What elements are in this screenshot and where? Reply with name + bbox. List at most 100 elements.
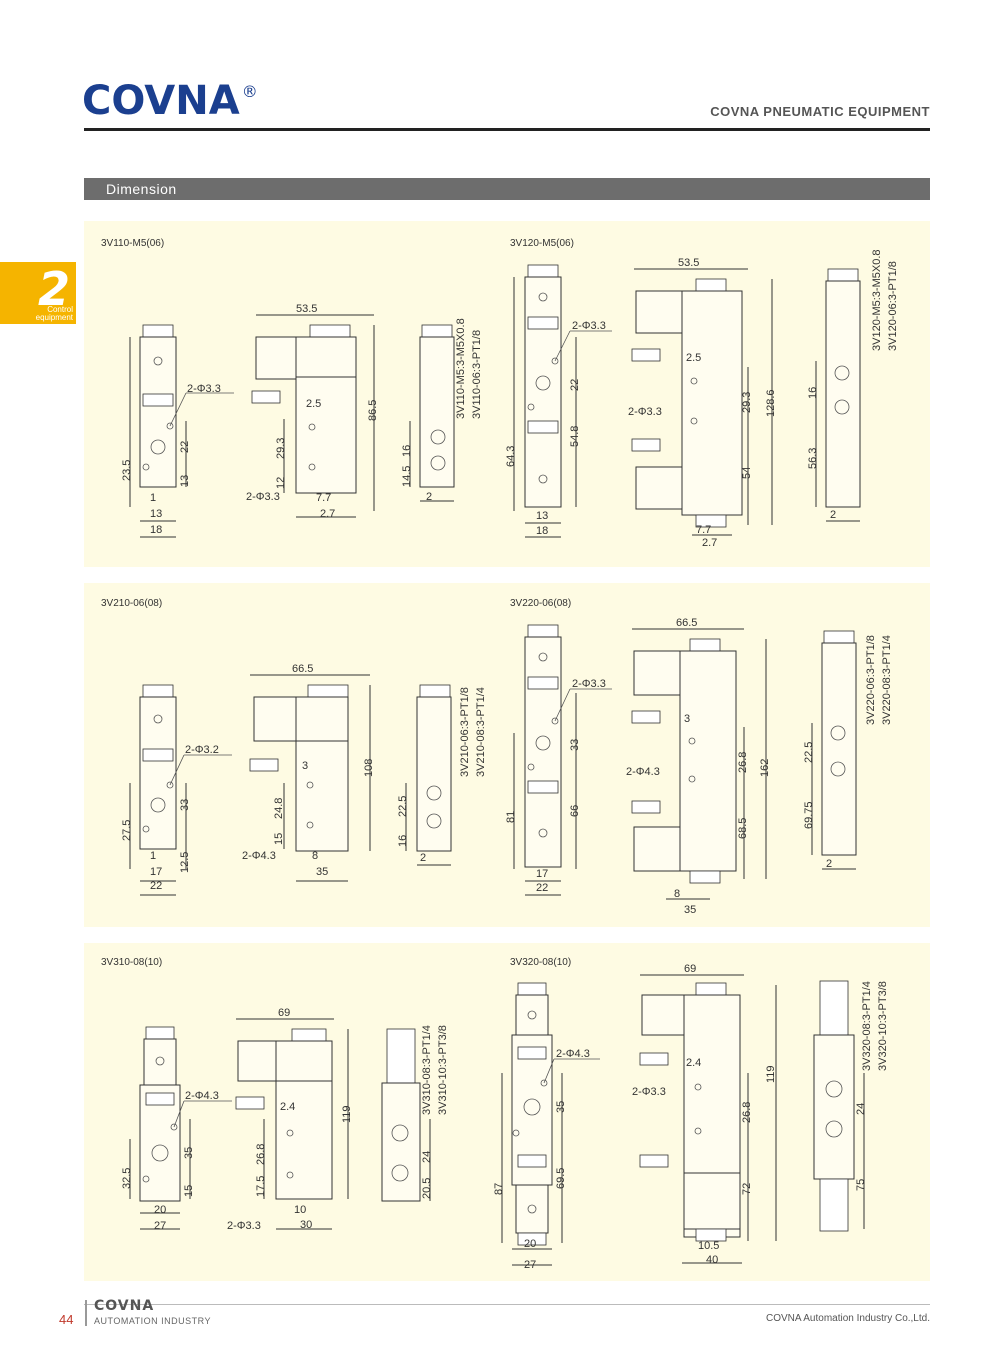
svg-text:2: 2	[826, 858, 832, 870]
svg-text:35: 35	[684, 904, 696, 916]
header-subtitle: COVNA PNEUMATIC EQUIPMENT	[710, 104, 930, 119]
page-number: 44	[59, 1312, 74, 1327]
header-rule	[84, 128, 930, 131]
svg-text:29.3: 29.3	[741, 392, 753, 413]
svg-text:24.8: 24.8	[273, 798, 285, 819]
svg-text:33: 33	[569, 739, 581, 751]
svg-text:40: 40	[706, 1254, 718, 1266]
svg-text:3: 3	[302, 760, 308, 772]
svg-text:26.8: 26.8	[737, 752, 749, 773]
svg-text:1: 1	[150, 850, 156, 862]
svg-text:12.5: 12.5	[179, 852, 191, 873]
svg-text:2-Φ4.3: 2-Φ4.3	[185, 1090, 219, 1102]
svg-text:2-Φ3.3: 2-Φ3.3	[227, 1220, 261, 1232]
footer-rule	[84, 1304, 930, 1305]
svg-text:27: 27	[524, 1259, 536, 1271]
svg-text:24: 24	[855, 1103, 867, 1115]
footer-company: COVNA Automation Industry Co.,Ltd.	[766, 1313, 930, 1324]
svg-text:2-Φ3.3: 2-Φ3.3	[572, 320, 606, 332]
dimension-panel-1: 3V110-M5(06) 3V120-M5(06) 2-Φ3.3 23.5 22…	[84, 221, 930, 567]
svg-text:2.5: 2.5	[306, 398, 321, 410]
svg-text:162: 162	[759, 759, 771, 777]
svg-text:27.5: 27.5	[121, 820, 133, 841]
svg-text:2.4: 2.4	[686, 1057, 701, 1069]
svg-text:2-Φ3.2: 2-Φ3.2	[185, 744, 219, 756]
svg-text:10.5: 10.5	[698, 1240, 719, 1252]
svg-text:7.7: 7.7	[696, 524, 711, 536]
svg-text:2-Φ3.3: 2-Φ3.3	[572, 678, 606, 690]
svg-text:2.7: 2.7	[702, 537, 717, 549]
svg-text:2-Φ4.3: 2-Φ4.3	[242, 850, 276, 862]
svg-text:22: 22	[536, 882, 548, 894]
svg-text:64.3: 64.3	[505, 446, 517, 467]
svg-text:20: 20	[154, 1204, 166, 1216]
svg-text:3V320-08:3-PT1/4: 3V320-08:3-PT1/4	[861, 981, 873, 1071]
svg-text:35: 35	[555, 1101, 567, 1113]
svg-text:24: 24	[421, 1151, 433, 1163]
svg-text:32.5: 32.5	[121, 1168, 133, 1189]
svg-text:3V220-08:3-PT1/4: 3V220-08:3-PT1/4	[881, 635, 893, 725]
svg-text:16: 16	[401, 445, 413, 457]
section-title: Dimension	[106, 181, 177, 197]
svg-text:81: 81	[505, 811, 517, 823]
svg-text:13: 13	[179, 475, 191, 487]
svg-text:8: 8	[674, 888, 680, 900]
svg-text:75: 75	[855, 1179, 867, 1191]
svg-text:35: 35	[316, 866, 328, 878]
dimension-panel-2: 3V210-06(08) 3V220-06(08) 2-Φ3.2 27.5 33…	[84, 583, 930, 927]
svg-text:66.5: 66.5	[292, 663, 313, 675]
svg-text:17: 17	[536, 868, 548, 880]
svg-text:69.75: 69.75	[803, 801, 815, 829]
svg-text:53.5: 53.5	[296, 303, 317, 315]
svg-text:2-Φ4.3: 2-Φ4.3	[556, 1048, 590, 1060]
svg-text:2-Φ3.3: 2-Φ3.3	[246, 491, 280, 503]
svg-text:128.6: 128.6	[765, 389, 777, 417]
svg-text:2-Φ3.3: 2-Φ3.3	[187, 383, 221, 395]
model-label-left: 3V110-M5(06)	[101, 238, 165, 249]
model-label-right: 3V320-08(10)	[510, 957, 572, 968]
svg-text:16: 16	[807, 387, 819, 399]
svg-text:54: 54	[741, 467, 753, 479]
svg-text:22: 22	[179, 441, 191, 453]
svg-text:72: 72	[741, 1183, 753, 1195]
svg-text:56.3: 56.3	[807, 448, 819, 469]
chapter-number: 2	[37, 262, 70, 316]
svg-text:1: 1	[150, 492, 156, 504]
svg-text:54.8: 54.8	[569, 426, 581, 447]
svg-text:3V120-06:3-PT1/8: 3V120-06:3-PT1/8	[887, 261, 899, 351]
svg-text:3V220-06:3-PT1/8: 3V220-06:3-PT1/8	[865, 635, 877, 725]
svg-text:53.5: 53.5	[678, 257, 699, 269]
svg-text:26.8: 26.8	[255, 1144, 267, 1165]
svg-text:2-Φ3.3: 2-Φ3.3	[632, 1086, 666, 1098]
svg-text:3V310-10:3-PT3/8: 3V310-10:3-PT3/8	[437, 1025, 449, 1115]
footer-brand: COVNA	[94, 1298, 155, 1314]
logo-text: COVNA	[82, 78, 240, 124]
svg-text:2-Φ4.3: 2-Φ4.3	[626, 766, 660, 778]
svg-text:2.4: 2.4	[280, 1101, 295, 1113]
model-label-left: 3V210-06(08)	[101, 598, 163, 609]
svg-text:22.5: 22.5	[803, 742, 815, 763]
svg-text:22.5: 22.5	[397, 796, 409, 817]
svg-text:2: 2	[830, 509, 836, 521]
svg-text:29.3: 29.3	[275, 438, 287, 459]
section-bar: Dimension	[84, 178, 930, 200]
svg-text:3: 3	[684, 713, 690, 725]
svg-text:23.5: 23.5	[121, 460, 133, 481]
svg-text:22: 22	[569, 379, 581, 391]
svg-text:22: 22	[150, 880, 162, 892]
svg-text:2.7: 2.7	[320, 508, 335, 520]
svg-text:10: 10	[294, 1204, 306, 1216]
svg-text:14.5: 14.5	[401, 466, 413, 487]
svg-text:66.5: 66.5	[676, 617, 697, 629]
model-label-right: 3V220-06(08)	[510, 598, 572, 609]
svg-text:20.5: 20.5	[421, 1178, 433, 1199]
svg-text:3V320-10:3-PT3/8: 3V320-10:3-PT3/8	[877, 981, 889, 1071]
svg-text:27: 27	[154, 1220, 166, 1232]
svg-text:30: 30	[300, 1219, 312, 1231]
svg-text:17: 17	[150, 866, 162, 878]
svg-text:3V210-08:3-PT1/4: 3V210-08:3-PT1/4	[475, 687, 487, 777]
svg-text:18: 18	[150, 524, 162, 536]
